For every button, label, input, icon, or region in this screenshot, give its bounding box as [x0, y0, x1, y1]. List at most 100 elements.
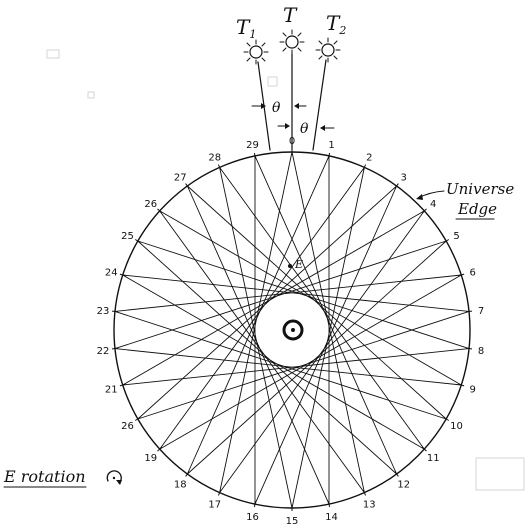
rim-label: 4: [430, 199, 436, 210]
rim-label: 16: [246, 512, 259, 523]
rim-tick: [111, 347, 119, 350]
chord-line: [291, 151, 365, 493]
chord-line: [122, 348, 470, 386]
rim-label: 6: [470, 267, 476, 278]
rim-tick: [327, 501, 331, 508]
rim-tick: [465, 347, 473, 350]
chord-line: [159, 210, 462, 386]
scan-mark: [475, 457, 525, 491]
rim-label: 24: [105, 267, 118, 278]
rim-label: 21: [105, 385, 118, 396]
chord-line: [122, 210, 425, 386]
rim-label: 25: [121, 231, 134, 242]
chord-lines: [114, 151, 470, 509]
sun-icon: [243, 39, 269, 65]
rim-tick: [443, 239, 450, 243]
theta-arrowhead: [285, 123, 290, 129]
theta-arrowhead: [294, 103, 299, 109]
pointer-arrowhead: [416, 194, 423, 200]
chord-line: [291, 167, 365, 509]
chord-line: [137, 240, 397, 475]
chord-line: [254, 185, 398, 505]
chord-line: [254, 155, 398, 475]
rim-label: 18: [174, 480, 187, 491]
scan-mark: [87, 91, 95, 99]
chord-line: [159, 210, 365, 493]
rim-tick: [443, 417, 450, 421]
chord-line: [159, 274, 462, 450]
rim-tick: [185, 183, 190, 189]
chord-line: [137, 185, 397, 420]
rim-label: 8: [478, 346, 484, 357]
rotation-arrow-icon: [106, 470, 122, 485]
rim-label: 19: [144, 453, 157, 464]
sun-icon: [279, 29, 305, 55]
rim-label: 10: [450, 421, 463, 432]
chord-line: [137, 240, 470, 350]
chord-line: [187, 185, 447, 420]
chord-line: [219, 167, 293, 509]
rim-tick: [327, 152, 331, 159]
scan-mark: [46, 49, 60, 59]
rim-label: 29: [246, 140, 259, 151]
rim-tick: [217, 164, 222, 171]
chord-line: [187, 240, 447, 475]
rim-tick: [157, 446, 163, 452]
rim-tick: [253, 152, 257, 159]
rim-tick: [253, 501, 257, 508]
chord-line: [114, 240, 447, 350]
rim-label: 14: [325, 512, 338, 523]
edge-label: Edge: [457, 200, 497, 218]
chord-line: [186, 155, 330, 475]
chord-line: [137, 310, 470, 420]
rim-label: 7: [478, 306, 484, 317]
universe-label: Universe: [446, 180, 514, 198]
rim-tick: [458, 273, 465, 277]
rim-label: 3: [401, 172, 407, 183]
rim-tick: [458, 383, 465, 387]
chord-line: [114, 310, 447, 420]
rim-tick: [134, 239, 141, 243]
rim-tick: [217, 489, 222, 496]
rim-tick: [119, 273, 126, 277]
rim-tick: [394, 471, 399, 477]
rim-tick: [362, 164, 367, 171]
center-dot: [291, 328, 295, 332]
rim-tick: [465, 310, 473, 313]
rim-label: 12: [397, 480, 410, 491]
chord-line: [122, 274, 425, 450]
rotation-label: E rotation: [3, 467, 86, 486]
rim-label: 11: [427, 453, 440, 464]
chord-line: [114, 274, 462, 312]
theta-arrowhead: [261, 103, 266, 109]
rim-label: 5: [453, 231, 459, 242]
label-t2: T2: [326, 11, 346, 37]
chord-line: [122, 274, 470, 312]
rim-label: 9: [470, 385, 476, 396]
theta-arrowhead: [320, 125, 325, 131]
chord-line: [186, 185, 330, 505]
rim-label: 27: [174, 172, 187, 183]
e-point-label: E: [294, 258, 303, 271]
rim-label: 26: [144, 199, 157, 210]
label-t1: T1: [236, 15, 256, 41]
chord-line: [219, 210, 425, 493]
rim-tick: [362, 489, 367, 496]
label-t: T: [283, 3, 298, 27]
rim-tick: [394, 183, 399, 189]
rim-label: 1: [328, 140, 334, 151]
sun-icon: [315, 37, 341, 63]
sight-line-t2: [312, 59, 327, 151]
chord-line: [219, 167, 425, 450]
rim-tick: [157, 208, 163, 214]
rim-tick: [111, 310, 119, 313]
rim-label: 15: [286, 516, 299, 527]
rim-label: 26: [121, 421, 134, 432]
rim-label: 2: [366, 152, 372, 163]
scan-mark: [267, 76, 278, 87]
rim-label: 28: [208, 152, 221, 163]
rim-tick: [421, 208, 427, 214]
e-point: [288, 264, 292, 268]
